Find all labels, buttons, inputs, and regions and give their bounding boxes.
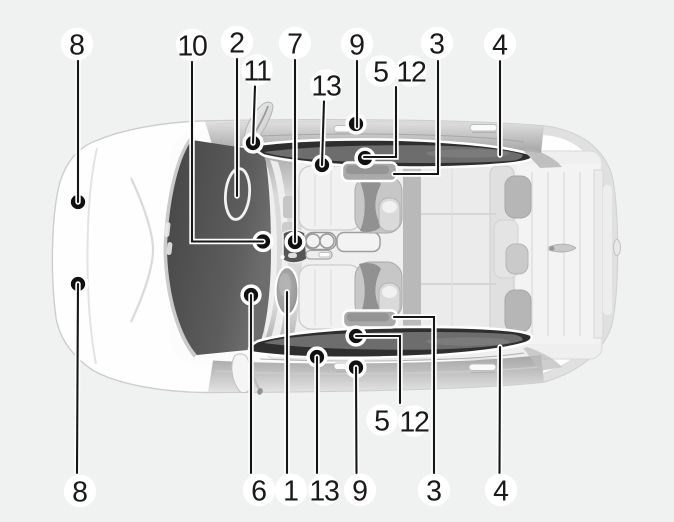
svg-text:7: 7 bbox=[287, 29, 303, 61]
svg-text:12: 12 bbox=[399, 407, 429, 439]
svg-text:3: 3 bbox=[426, 476, 442, 508]
svg-text:4: 4 bbox=[493, 476, 509, 508]
svg-text:5: 5 bbox=[374, 406, 390, 438]
svg-text:5: 5 bbox=[373, 57, 389, 89]
svg-text:3: 3 bbox=[429, 29, 445, 61]
svg-text:2: 2 bbox=[229, 28, 245, 60]
svg-text:8: 8 bbox=[72, 477, 88, 509]
svg-text:9: 9 bbox=[352, 476, 368, 508]
svg-text:10: 10 bbox=[177, 31, 207, 63]
svg-text:9: 9 bbox=[349, 30, 365, 62]
svg-text:12: 12 bbox=[396, 57, 426, 89]
svg-text:4: 4 bbox=[492, 30, 508, 62]
svg-text:13: 13 bbox=[311, 71, 341, 103]
svg-text:1: 1 bbox=[283, 476, 299, 508]
svg-text:6: 6 bbox=[251, 476, 267, 508]
svg-text:8: 8 bbox=[69, 30, 85, 62]
svg-text:13: 13 bbox=[309, 476, 339, 508]
svg-text:11: 11 bbox=[243, 56, 271, 88]
